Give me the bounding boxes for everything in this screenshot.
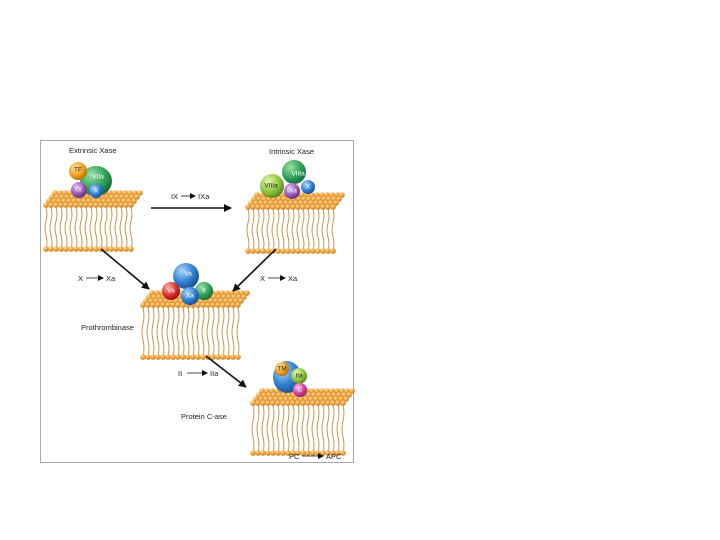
x-right-from-label: X [260, 274, 265, 283]
iia-to-label: IIa [210, 369, 219, 378]
pc-from-label: PC [289, 452, 300, 461]
ixa-label: IXa [287, 188, 297, 195]
ix-label: IX [76, 187, 83, 194]
tm-label: TM [277, 366, 286, 373]
intrinsic-to-prothrombinase-arrow [233, 249, 276, 291]
extrinsic-membrane [43, 190, 143, 252]
prothrombinase-title: Prothrombinase [81, 323, 134, 332]
va-top-label: Va [184, 271, 192, 278]
apc-to-label: APC [326, 452, 342, 461]
protein-c-ase-complex: TM IIa C Protein C-ase [181, 361, 307, 421]
intrinsic-membrane [245, 192, 345, 254]
iia-label: IIa [295, 373, 303, 380]
ix-from-label: IX [171, 192, 178, 201]
protein-c-ase-title: Protein C-ase [181, 412, 227, 421]
va-label: Va [167, 288, 175, 295]
extrinsic-to-prothrombinase-arrow [101, 249, 149, 289]
ii-label: II [202, 288, 206, 295]
coagulation-complexes-figure: Extrinsic Xase VIIa TF IX X Intrinsic Xa… [40, 140, 354, 463]
viiia-label: VIIIa [291, 171, 305, 178]
protein-c-ase-membrane [250, 388, 355, 456]
intrinsic-xase-complex: Intrinsic Xase VIIIa VIIIa IXa X [260, 147, 315, 199]
x-left-from-label: X [78, 274, 83, 283]
viiia-small-label: VIIIa [264, 183, 278, 190]
reaction-ix-ixa: IX IXa [171, 192, 210, 201]
extrinsic-xase-complex: Extrinsic Xase VIIa TF IX X [69, 146, 117, 198]
intrinsic-xase-title: Intrinsic Xase [269, 147, 314, 156]
c-label: C [298, 387, 303, 394]
xa-right-to-label: Xa [288, 274, 298, 283]
x-label: X [94, 188, 99, 195]
ixa-to-label: IXa [198, 192, 210, 201]
intrinsic-x-label: X [306, 184, 311, 191]
reaction-ii-iia: II IIa [178, 369, 219, 378]
ii-from-label: II [178, 369, 182, 378]
extrinsic-xase-title: Extrinsic Xase [69, 146, 117, 155]
viia-label: VIIa [92, 174, 104, 181]
reaction-x-xa-left: X Xa [78, 274, 116, 283]
xa-label: Xa [186, 293, 194, 300]
tf-label: TF [74, 167, 82, 174]
reaction-x-xa-right: X Xa [260, 274, 298, 283]
xa-left-to-label: Xa [106, 274, 116, 283]
